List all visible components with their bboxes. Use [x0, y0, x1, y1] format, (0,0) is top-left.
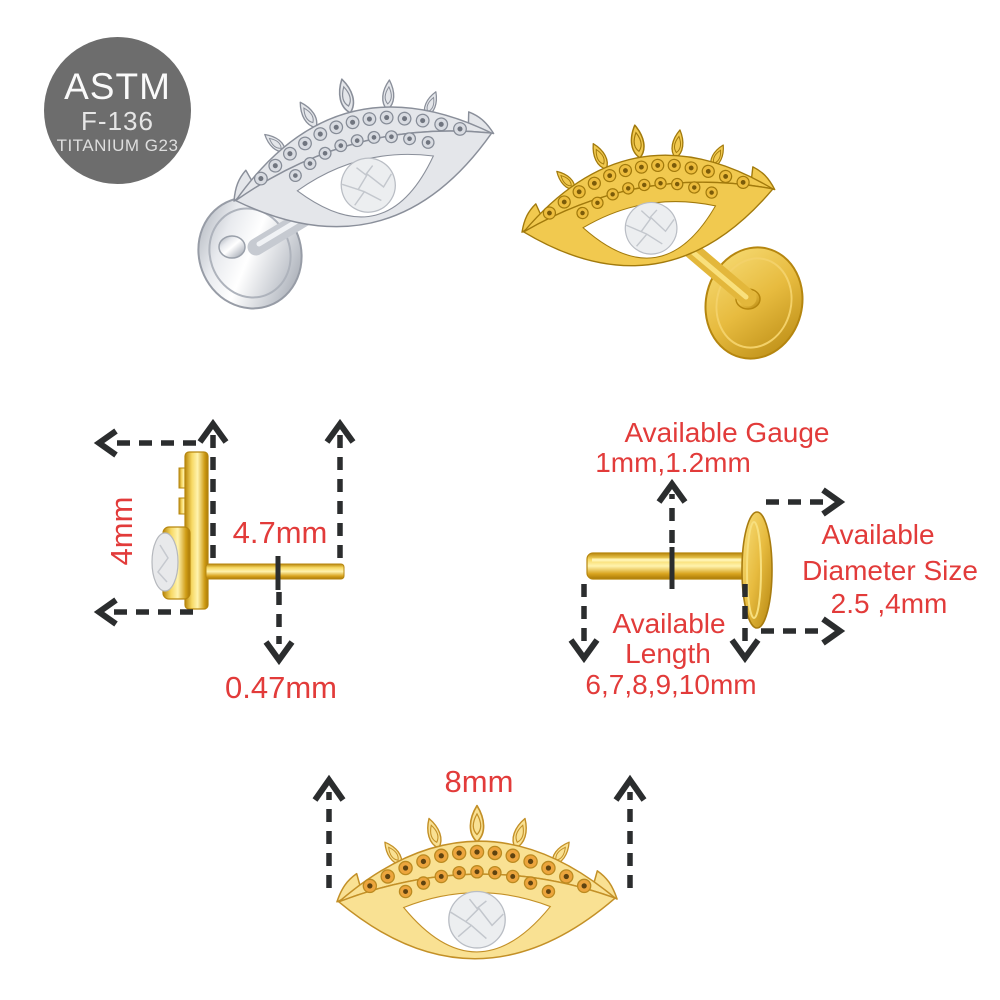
- labret-spec-diagram: [568, 478, 846, 664]
- labret-post-side: [205, 563, 345, 580]
- length-title-line2: Length: [625, 638, 711, 669]
- gauge-title: Available Gauge: [624, 417, 830, 448]
- charm-side-profile: [151, 451, 209, 610]
- post-length-arrows: [197, 418, 356, 558]
- length-arrows: [568, 584, 761, 664]
- material-badge: ASTM F-136 TITANIUM G23: [44, 37, 191, 184]
- silver-earring-image: [197, 46, 509, 310]
- charm-width-label: 8mm: [444, 764, 514, 799]
- diameter-title-line2: Diameter Size: [802, 555, 978, 586]
- post-length-label: 4.7mm: [232, 515, 328, 550]
- charm-width-arrows: [312, 774, 647, 888]
- post-thickness-label: 0.47mm: [225, 670, 337, 705]
- side-view-diagram: [93, 418, 356, 666]
- gold-earring-image: [507, 104, 804, 360]
- gauge-arrow: [656, 478, 688, 589]
- badge-standard: ASTM: [64, 65, 171, 107]
- gauge-values: 1mm,1.2mm: [595, 447, 751, 478]
- diameter-values: 2.5 ,4mm: [830, 588, 948, 619]
- diameter-arrows: [761, 487, 846, 646]
- disc-height-arrows: [93, 428, 196, 627]
- length-values: 6,7,8,9,10mm: [585, 669, 757, 700]
- charm-width-diagram: [312, 774, 647, 960]
- labret-disc-side: [741, 511, 773, 629]
- eye-charm-flat: [336, 804, 618, 960]
- length-title-line1: Available: [612, 608, 726, 639]
- badge-grade: F-136: [81, 106, 154, 137]
- badge-material: TITANIUM G23: [56, 136, 179, 156]
- diameter-title-line1: Available: [821, 519, 935, 550]
- disc-height-label: 4mm: [104, 496, 139, 566]
- post-thickness-arrow: [263, 556, 295, 666]
